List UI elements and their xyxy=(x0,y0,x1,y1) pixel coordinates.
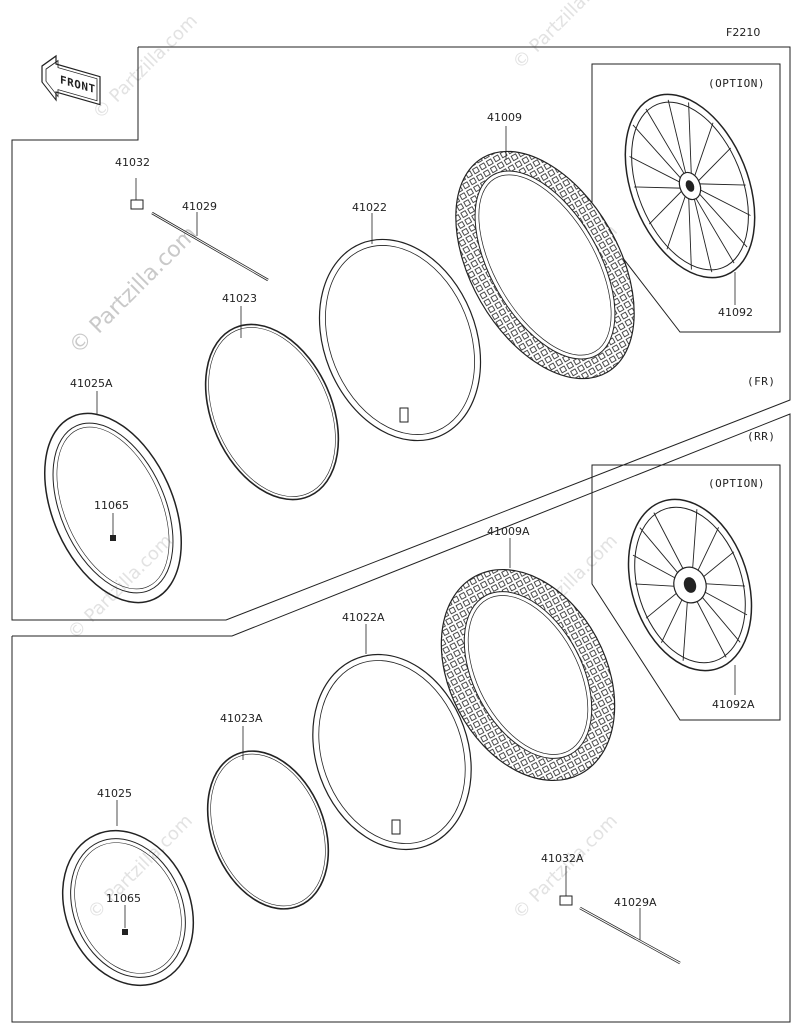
watermark-main: © Partzilla.com xyxy=(65,222,203,360)
label-front-nut: 11065 xyxy=(94,499,129,512)
figure-code: F2210 xyxy=(726,26,760,39)
rear-section-label: (RR) xyxy=(747,430,776,443)
front-option-box xyxy=(591,63,781,333)
label-rear-nut: 11065 xyxy=(106,892,141,905)
watermark-faint: © Partzilla.com xyxy=(89,10,202,123)
label-front-wheel-assy: 41092 xyxy=(718,306,753,319)
front-arrow-icon: FRONT xyxy=(41,54,101,106)
rear-wheel-assembly xyxy=(627,498,753,672)
label-front-rim-band: 41023 xyxy=(222,292,257,305)
rear-rim-band xyxy=(206,750,330,910)
rear-valve-icon xyxy=(559,866,573,906)
label-rear-rim: 41025 xyxy=(97,787,132,800)
rear-frame xyxy=(11,413,791,1023)
front-frame xyxy=(11,46,791,621)
watermark-faint: © Partzilla.com xyxy=(64,530,177,643)
rear-option-box xyxy=(591,464,781,721)
label-rear-tire: 41009A xyxy=(487,525,530,538)
label-front-tube: 41022 xyxy=(352,201,387,214)
label-front-rim: 41025A xyxy=(70,377,113,390)
label-rear-spoke: 41029A xyxy=(614,896,657,909)
front-nut-icon xyxy=(110,535,116,541)
label-rear-rim-band: 41023A xyxy=(220,712,263,725)
label-front-valve: 41032 xyxy=(115,156,150,169)
front-rim xyxy=(43,412,183,604)
rear-tire xyxy=(440,568,616,782)
label-rear-tube: 41022A xyxy=(342,611,385,624)
front-wheel-assembly xyxy=(624,93,756,279)
label-rear-wheel-assy: 41092A xyxy=(712,698,755,711)
label-rear-valve: 41032A xyxy=(541,852,584,865)
watermarks: © Partzilla.com © Partzilla.com © Partzi… xyxy=(64,0,622,924)
rear-nut-icon xyxy=(122,929,128,935)
front-section-label: (FR) xyxy=(747,375,776,388)
front-valve-icon xyxy=(130,178,144,210)
rear-spoke-icon xyxy=(579,906,681,965)
watermark-faint: © Partzilla.com xyxy=(509,810,622,923)
watermark-faint: © Partzilla.com xyxy=(509,0,622,74)
rear-option-label: (OPTION) xyxy=(708,477,765,490)
rear-rim xyxy=(61,829,195,987)
front-tube xyxy=(318,238,482,442)
front-option-label: (OPTION) xyxy=(708,77,765,90)
front-tire xyxy=(455,150,635,380)
front-tube-valve-icon xyxy=(399,407,409,423)
front-spoke-icon xyxy=(151,211,269,282)
rear-tube-valve-icon xyxy=(391,819,401,835)
label-front-tire: 41009 xyxy=(487,111,522,124)
label-front-spoke: 41029 xyxy=(182,200,217,213)
front-rim-band xyxy=(204,323,340,501)
